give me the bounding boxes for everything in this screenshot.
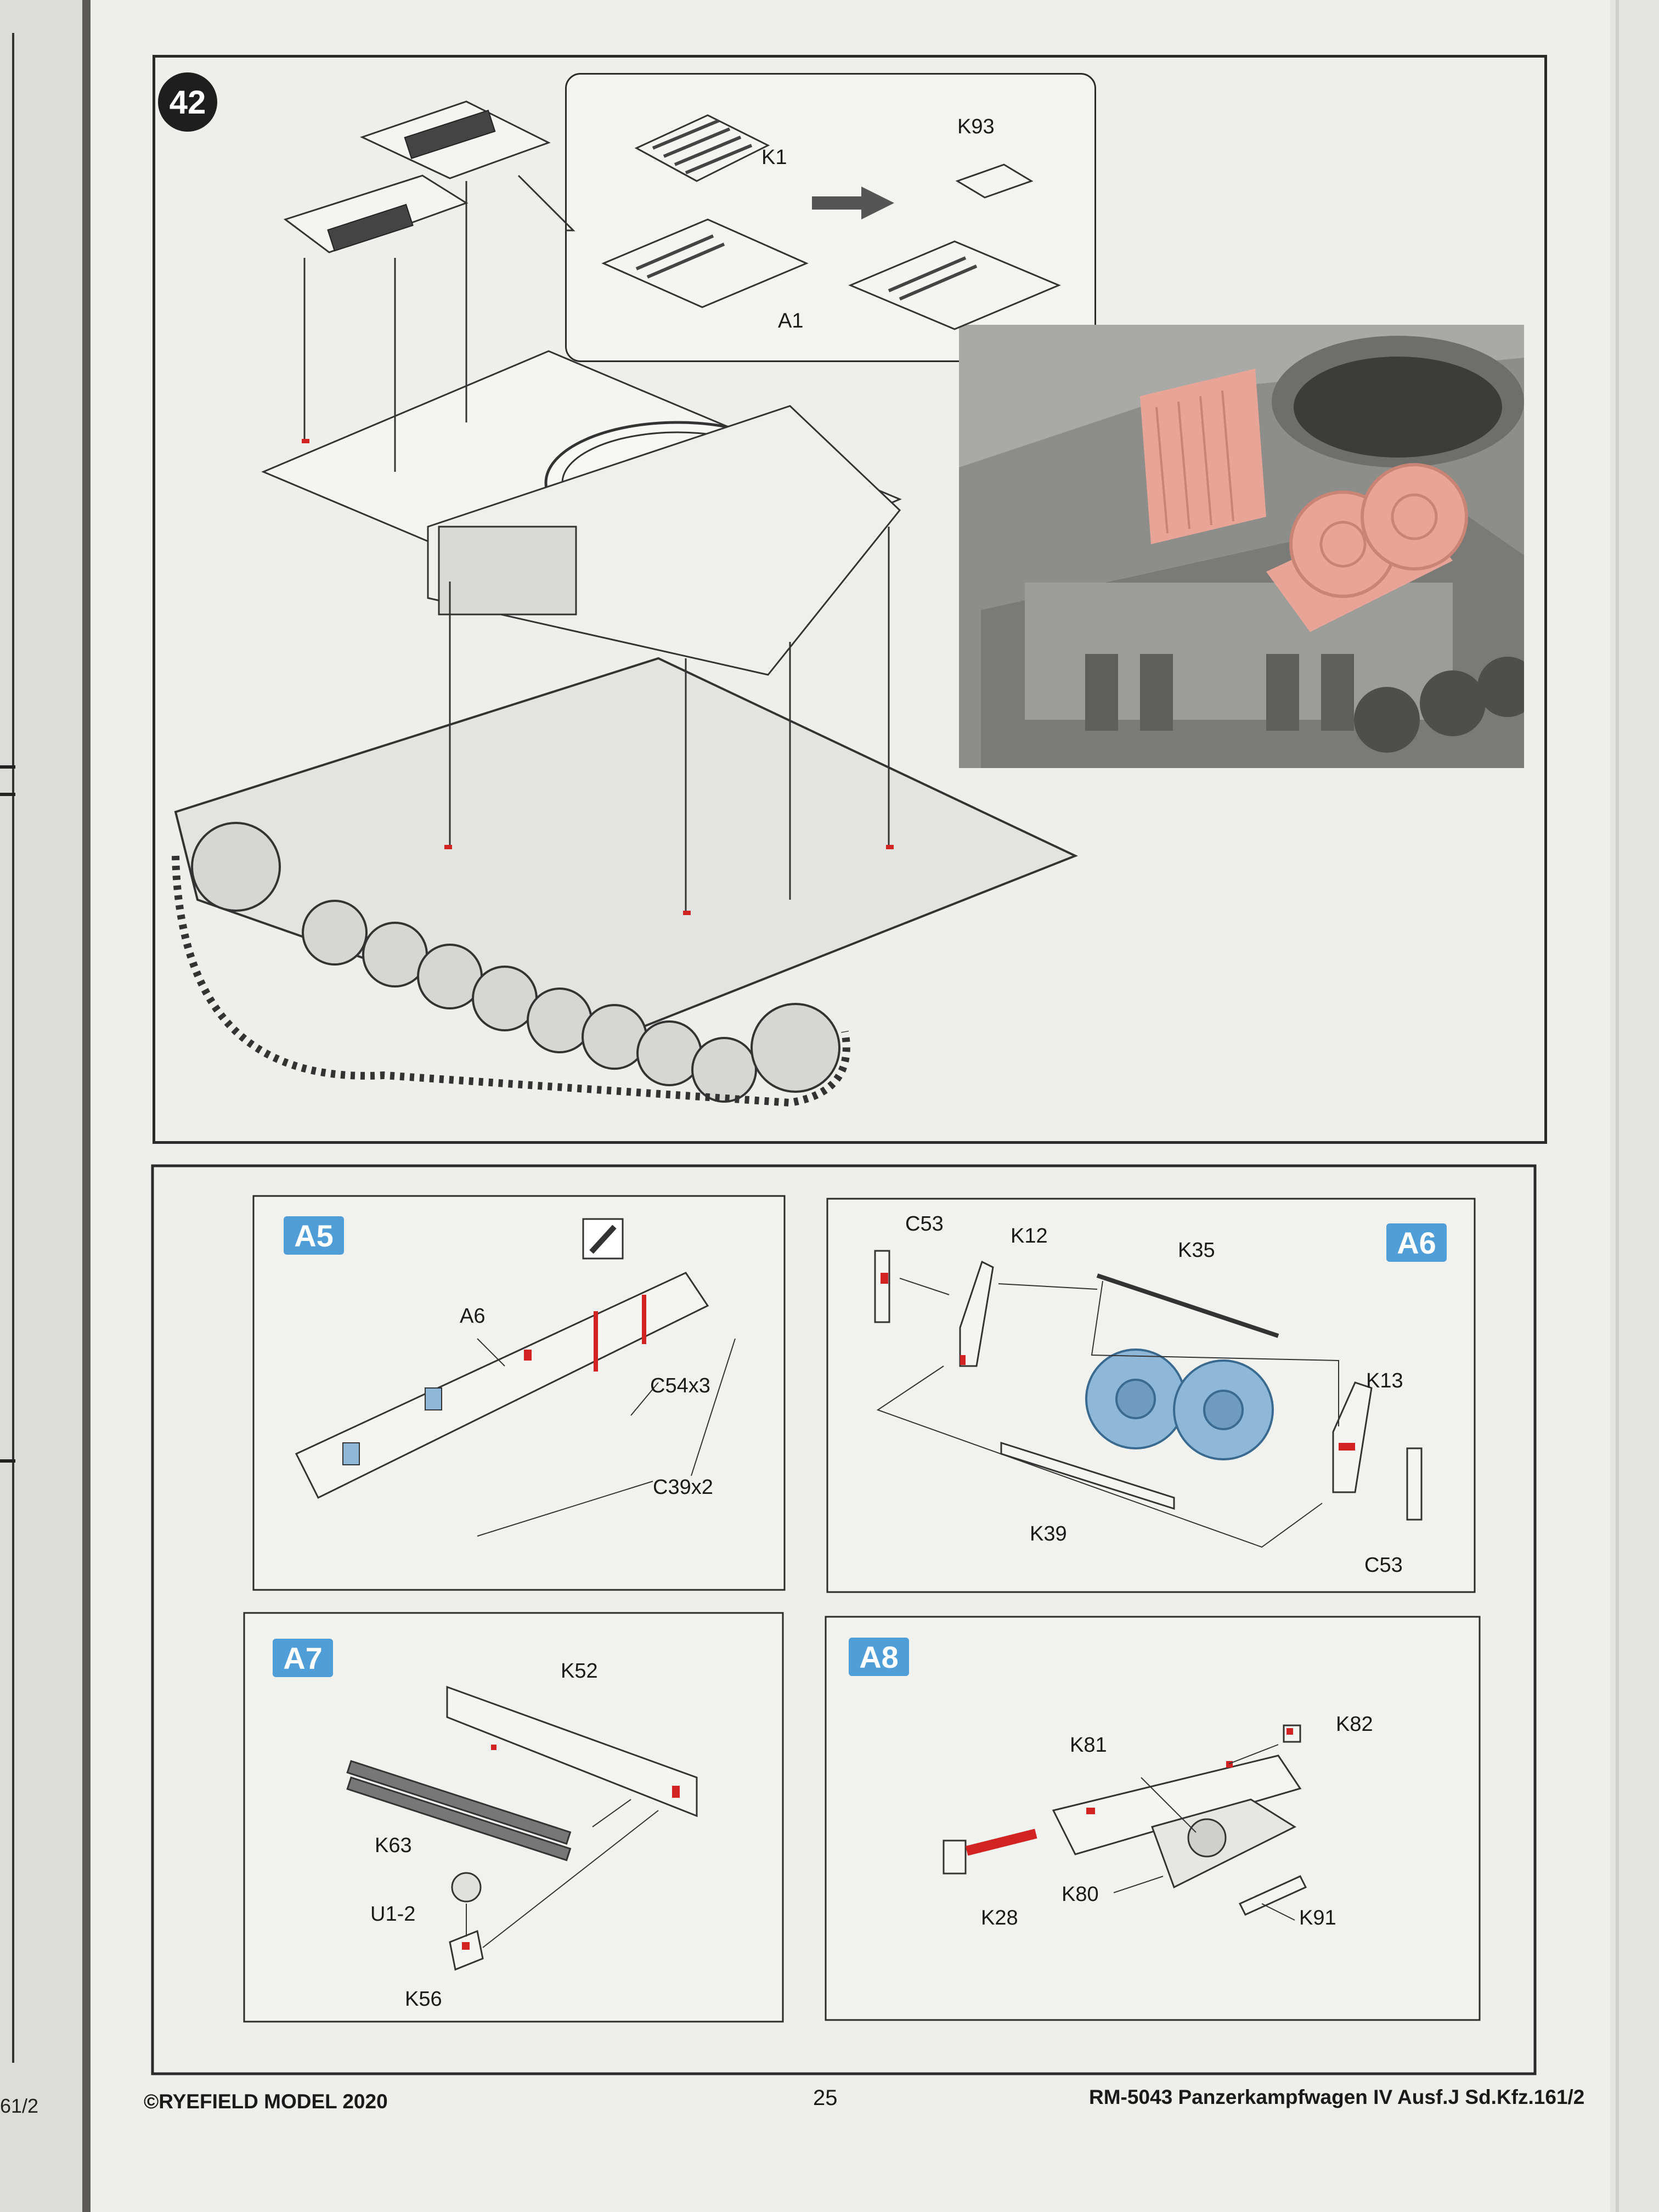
- label-a8-k91: K91: [1299, 1906, 1336, 1929]
- step-42-frame: [153, 55, 1547, 1144]
- label-a6-c53-top: C53: [905, 1212, 944, 1235]
- label-a5-c54x3: C54x3: [650, 1374, 710, 1397]
- label-a5-c39x2: C39x2: [653, 1476, 713, 1499]
- label-k93: K93: [957, 115, 995, 138]
- substeps-frame: [151, 1164, 1537, 2075]
- a6-bar: [1000, 1441, 1175, 1510]
- deck-grilles: [327, 109, 496, 252]
- label-a6-k13: K13: [1366, 1369, 1403, 1392]
- label-a5-a6: A6: [460, 1305, 486, 1328]
- label-a8-k28: K28: [981, 1906, 1018, 1929]
- a7-plate: [446, 1685, 698, 1818]
- a6-wheels: [1085, 1348, 1274, 1460]
- label-k1: K1: [761, 146, 787, 169]
- label-a7-u1-2: U1-2: [370, 1903, 416, 1926]
- subassembly-tag-a7: A7: [273, 1639, 333, 1677]
- footer-page-number: 25: [813, 2086, 838, 2110]
- label-a7-k63: K63: [375, 1834, 412, 1857]
- glue-points: [302, 439, 894, 915]
- label-a6-k39: K39: [1030, 1522, 1067, 1545]
- lower-hull: [174, 657, 1079, 1044]
- detail-callout-box: [565, 73, 1096, 362]
- a7-mount: [449, 1929, 484, 1971]
- label-a7-k52: K52: [561, 1660, 598, 1683]
- footer-product-code: RM-5043 Panzerkampfwagen IV Ausf.J Sd.Kf…: [1089, 2086, 1585, 2108]
- label-a8-k82: K82: [1336, 1713, 1373, 1736]
- left-page-edge: 61/2: [0, 0, 82, 2212]
- forward-arrow-icon: [812, 187, 894, 219]
- road-wheels: [191, 822, 840, 1103]
- label-a6-k35: K35: [1178, 1239, 1215, 1262]
- label-a1: A1: [778, 309, 804, 332]
- track: [172, 855, 850, 1107]
- step-number-badge: 42: [158, 72, 217, 132]
- callout-parts: [601, 114, 1061, 330]
- a6-axle: [1096, 1273, 1279, 1338]
- reference-photo: [959, 325, 1524, 768]
- label-a8-k81: K81: [1070, 1734, 1107, 1757]
- a8-handle: [943, 1839, 967, 1875]
- left-page-footer: 61/2: [0, 2095, 39, 2117]
- footer-copyright: ©RYEFIELD MODEL 2020: [144, 2090, 388, 2113]
- label-a6-k12: K12: [1011, 1224, 1048, 1248]
- subassembly-tag-a5: A5: [284, 1216, 344, 1255]
- subassembly-tag-a8: A8: [849, 1638, 909, 1676]
- right-page-edge: [1610, 0, 1659, 2212]
- a5-fender: [295, 1272, 709, 1499]
- label-a6-c53-bottom: C53: [1364, 1554, 1403, 1577]
- reference-photo-render: [959, 336, 1524, 768]
- label-a8-k80: K80: [1062, 1883, 1099, 1906]
- assembly-arrows: [303, 181, 890, 911]
- a8-frame: [1052, 1754, 1302, 1855]
- label-a7-k56: K56: [405, 1988, 442, 2011]
- subassembly-tag-a6: A6: [1386, 1223, 1447, 1262]
- hull-vent-panel: [438, 526, 577, 616]
